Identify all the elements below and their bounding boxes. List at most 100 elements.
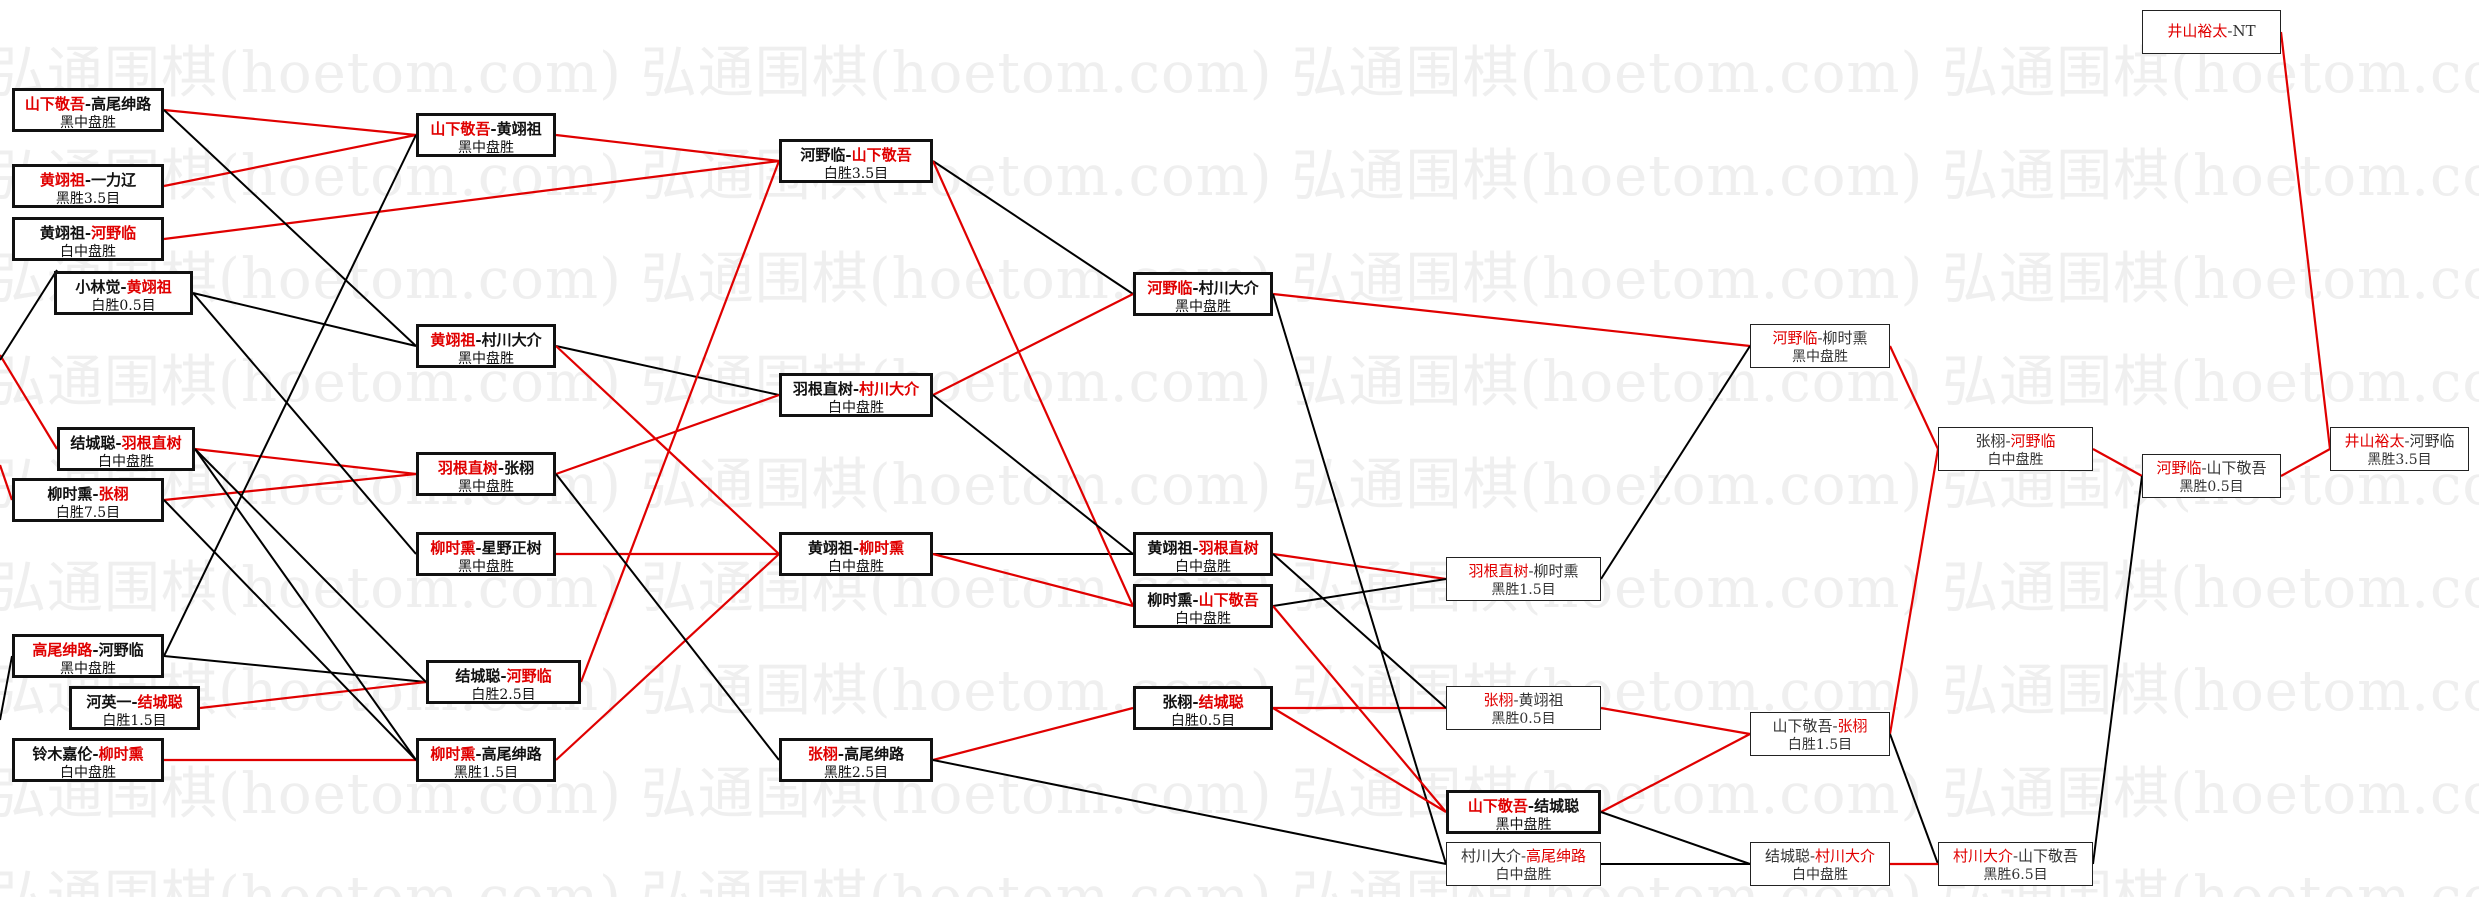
match-box-r3a[interactable]: 河野临-山下敬吾白胜3.5目 <box>779 139 933 183</box>
match-box-r1b[interactable]: 黄翊祖-一力辽黑胜3.5目 <box>12 164 164 208</box>
match-box-r2a[interactable]: 山下敬吾-黄翊祖黑中盘胜 <box>416 113 556 157</box>
match-box-r6b[interactable]: 山下敬吾-张栩白胜1.5目 <box>1750 712 1890 756</box>
match-box-r1g[interactable]: 高尾绅路-河野临黑中盘胜 <box>12 634 164 678</box>
match-box-r1f[interactable]: 柳时熏-张栩白胜7.5目 <box>12 478 164 522</box>
bracket-connector-r4b-r5b <box>1272 553 1447 709</box>
match-box-r2c[interactable]: 羽根直树-张栩黑中盘胜 <box>416 452 556 496</box>
match-result: 白中盘胜 <box>60 765 116 781</box>
bracket-connector-offstage-0 <box>0 354 58 450</box>
match-result: 黑中盘胜 <box>1495 817 1552 833</box>
match-result: 黑胜0.5目 <box>2179 479 2244 495</box>
player-2-name: 一力辽 <box>91 171 137 189</box>
bracket-connector-r7a-r8a <box>2092 448 2143 477</box>
match-result: 黑中盘胜 <box>458 559 514 575</box>
match-players: 柳时熏-山下敬吾 <box>1136 590 1270 610</box>
player-2-name: 村川大介 <box>481 331 542 349</box>
player-1-name: 山下敬吾 <box>24 95 85 113</box>
player-2-name: 河野临 <box>98 641 144 659</box>
match-players: 村川大介-山下敬吾 <box>1939 846 2092 866</box>
player-1-name: 河英一 <box>86 693 132 711</box>
match-box-r1d[interactable]: 小林觉-黄翊祖白胜0.5目 <box>54 271 193 315</box>
versus-dash: - <box>475 331 482 349</box>
player-2-name: 河野临 <box>506 667 552 685</box>
player-2-name: 星野正树 <box>481 539 542 557</box>
player-1-name: 张栩 <box>1162 693 1193 711</box>
player-1-name: 黄翊祖 <box>39 171 85 189</box>
versus-dash: - <box>2005 432 2011 450</box>
bracket-connector-r6b-r7a <box>1888 448 1940 735</box>
bracket-connector-r3d-r4d <box>932 706 1134 762</box>
bracket-connector-r6a-r7a <box>1889 345 1939 450</box>
versus-dash: - <box>84 95 92 113</box>
match-box-r4a[interactable]: 河野临-村川大介黑中盘胜 <box>1133 272 1273 316</box>
bracket-connector-r1e-r2f <box>194 448 417 761</box>
bracket-connector-offstage-3 <box>0 655 13 721</box>
match-result: 白胜0.5目 <box>1170 713 1236 729</box>
match-result: 白中盘胜 <box>1175 611 1231 627</box>
match-box-r5a[interactable]: 羽根直树-柳时熏黑胜1.5目 <box>1446 557 1601 601</box>
player-1-name: 高尾绅路 <box>32 641 93 659</box>
match-box-r1a[interactable]: 山下敬吾-高尾绅路黑中盘胜 <box>12 88 164 132</box>
match-players: 羽根直树-张栩 <box>419 458 553 478</box>
match-box-r5b[interactable]: 张栩-黄翊祖黑胜0.5目 <box>1446 686 1601 730</box>
match-result: 白胜0.5目 <box>91 298 156 314</box>
player-2-name: 结城聪 <box>137 693 183 711</box>
match-result: 黑胜0.5目 <box>1491 711 1556 727</box>
match-box-r2e[interactable]: 结城聪-河野临白胜2.5目 <box>426 660 581 704</box>
match-box-r3c[interactable]: 黄翊祖-柳时熏白中盘胜 <box>779 532 933 576</box>
player-2-name: 高尾绅路 <box>481 745 542 763</box>
player-2-name: 黄翊祖 <box>496 120 542 138</box>
match-box-r4b[interactable]: 黄翊祖-羽根直树白中盘胜 <box>1133 532 1273 576</box>
match-box-r3d[interactable]: 张栩-高尾绅路黑胜2.5目 <box>779 738 933 782</box>
player-1-name: 柳时熏 <box>47 485 93 503</box>
match-result: 白胜1.5目 <box>1787 737 1853 753</box>
player-1-name: 羽根直树 <box>1468 562 1529 580</box>
match-players: 铃木嘉伦-柳时熏 <box>15 744 161 764</box>
match-players: 张栩-河野临 <box>1939 431 2092 451</box>
match-box-r6c[interactable]: 结城聪-村川大介白中盘胜 <box>1750 842 1890 886</box>
bracket-connector-r1d-r2b <box>192 292 417 347</box>
match-box-r7b[interactable]: 村川大介-山下敬吾黑胜6.5目 <box>1938 842 2093 886</box>
bracket-connector-r9a-final <box>2279 31 2332 450</box>
versus-dash: - <box>852 539 860 557</box>
bracket-connector-r5c-r6c <box>1600 811 1751 865</box>
match-box-r7a[interactable]: 张栩-河野临白中盘胜 <box>1938 427 2093 471</box>
match-box-r5c[interactable]: 山下敬吾-结城聪黑中盘胜 <box>1446 790 1601 834</box>
match-players: 张栩-结城聪 <box>1136 692 1270 712</box>
player-1-name: 柳时熏 <box>1147 591 1193 609</box>
bracket-connector-r4b-r5a <box>1272 552 1447 581</box>
match-box-r5d[interactable]: 村川大介-高尾绅路白中盘胜 <box>1446 842 1601 886</box>
match-box-r2b[interactable]: 黄翊祖-村川大介黑中盘胜 <box>416 324 556 368</box>
player-1-name: 黄翊祖 <box>39 224 85 242</box>
match-box-r3b[interactable]: 羽根直树-村川大介白中盘胜 <box>779 373 933 417</box>
match-players: 黄翊祖-河野临 <box>15 223 161 243</box>
match-box-r4c[interactable]: 柳时熏-山下敬吾白中盘胜 <box>1133 584 1273 628</box>
match-box-r2d[interactable]: 柳时熏-星野正树黑中盘胜 <box>416 532 556 576</box>
player-1-name: 河野临 <box>1147 279 1193 297</box>
bracket-connector-offstage-1 <box>0 464 14 501</box>
player-2-name: 山下敬吾 <box>1198 591 1259 609</box>
match-box-final[interactable]: 井山裕太-河野临黑胜3.5目 <box>2330 427 2469 471</box>
match-box-r8a[interactable]: 河野临-山下敬吾黑胜0.5目 <box>2142 454 2281 498</box>
match-box-r1e[interactable]: 结城聪-羽根直树白中盘胜 <box>57 427 195 471</box>
bracket-connector-r1a-r2a <box>163 108 417 137</box>
match-players: 村川大介-高尾绅路 <box>1447 846 1600 866</box>
match-box-r1c[interactable]: 黄翊祖-河野临白中盘胜 <box>12 217 164 261</box>
match-players: 柳时熏-张栩 <box>15 484 161 504</box>
match-players: 山下敬吾-结城聪 <box>1449 796 1598 816</box>
match-players: 羽根直树-村川大介 <box>782 379 930 399</box>
match-result: 白中盘胜 <box>1792 867 1848 883</box>
bracket-connector-r1f-r2c <box>163 472 417 502</box>
versus-dash: - <box>2012 847 2019 865</box>
match-players: 河英一-结城聪 <box>72 692 197 712</box>
match-result: 白胜2.5目 <box>471 687 536 703</box>
versus-dash: - <box>475 539 482 557</box>
versus-dash: - <box>1192 279 1199 297</box>
match-box-r4d[interactable]: 张栩-结城聪白胜0.5目 <box>1133 686 1273 730</box>
match-box-r1i[interactable]: 铃木嘉伦-柳时熏白中盘胜 <box>12 738 164 782</box>
match-box-r6a[interactable]: 河野临-柳时熏黑中盘胜 <box>1750 324 1890 368</box>
match-box-r9a[interactable]: 井山裕太-NT <box>2142 10 2281 54</box>
match-box-r2f[interactable]: 柳时熏-高尾绅路黑胜1.5目 <box>416 738 556 782</box>
match-result: 黑胜3.5目 <box>55 191 121 207</box>
match-box-r1h[interactable]: 河英一-结城聪白胜1.5目 <box>69 686 200 730</box>
